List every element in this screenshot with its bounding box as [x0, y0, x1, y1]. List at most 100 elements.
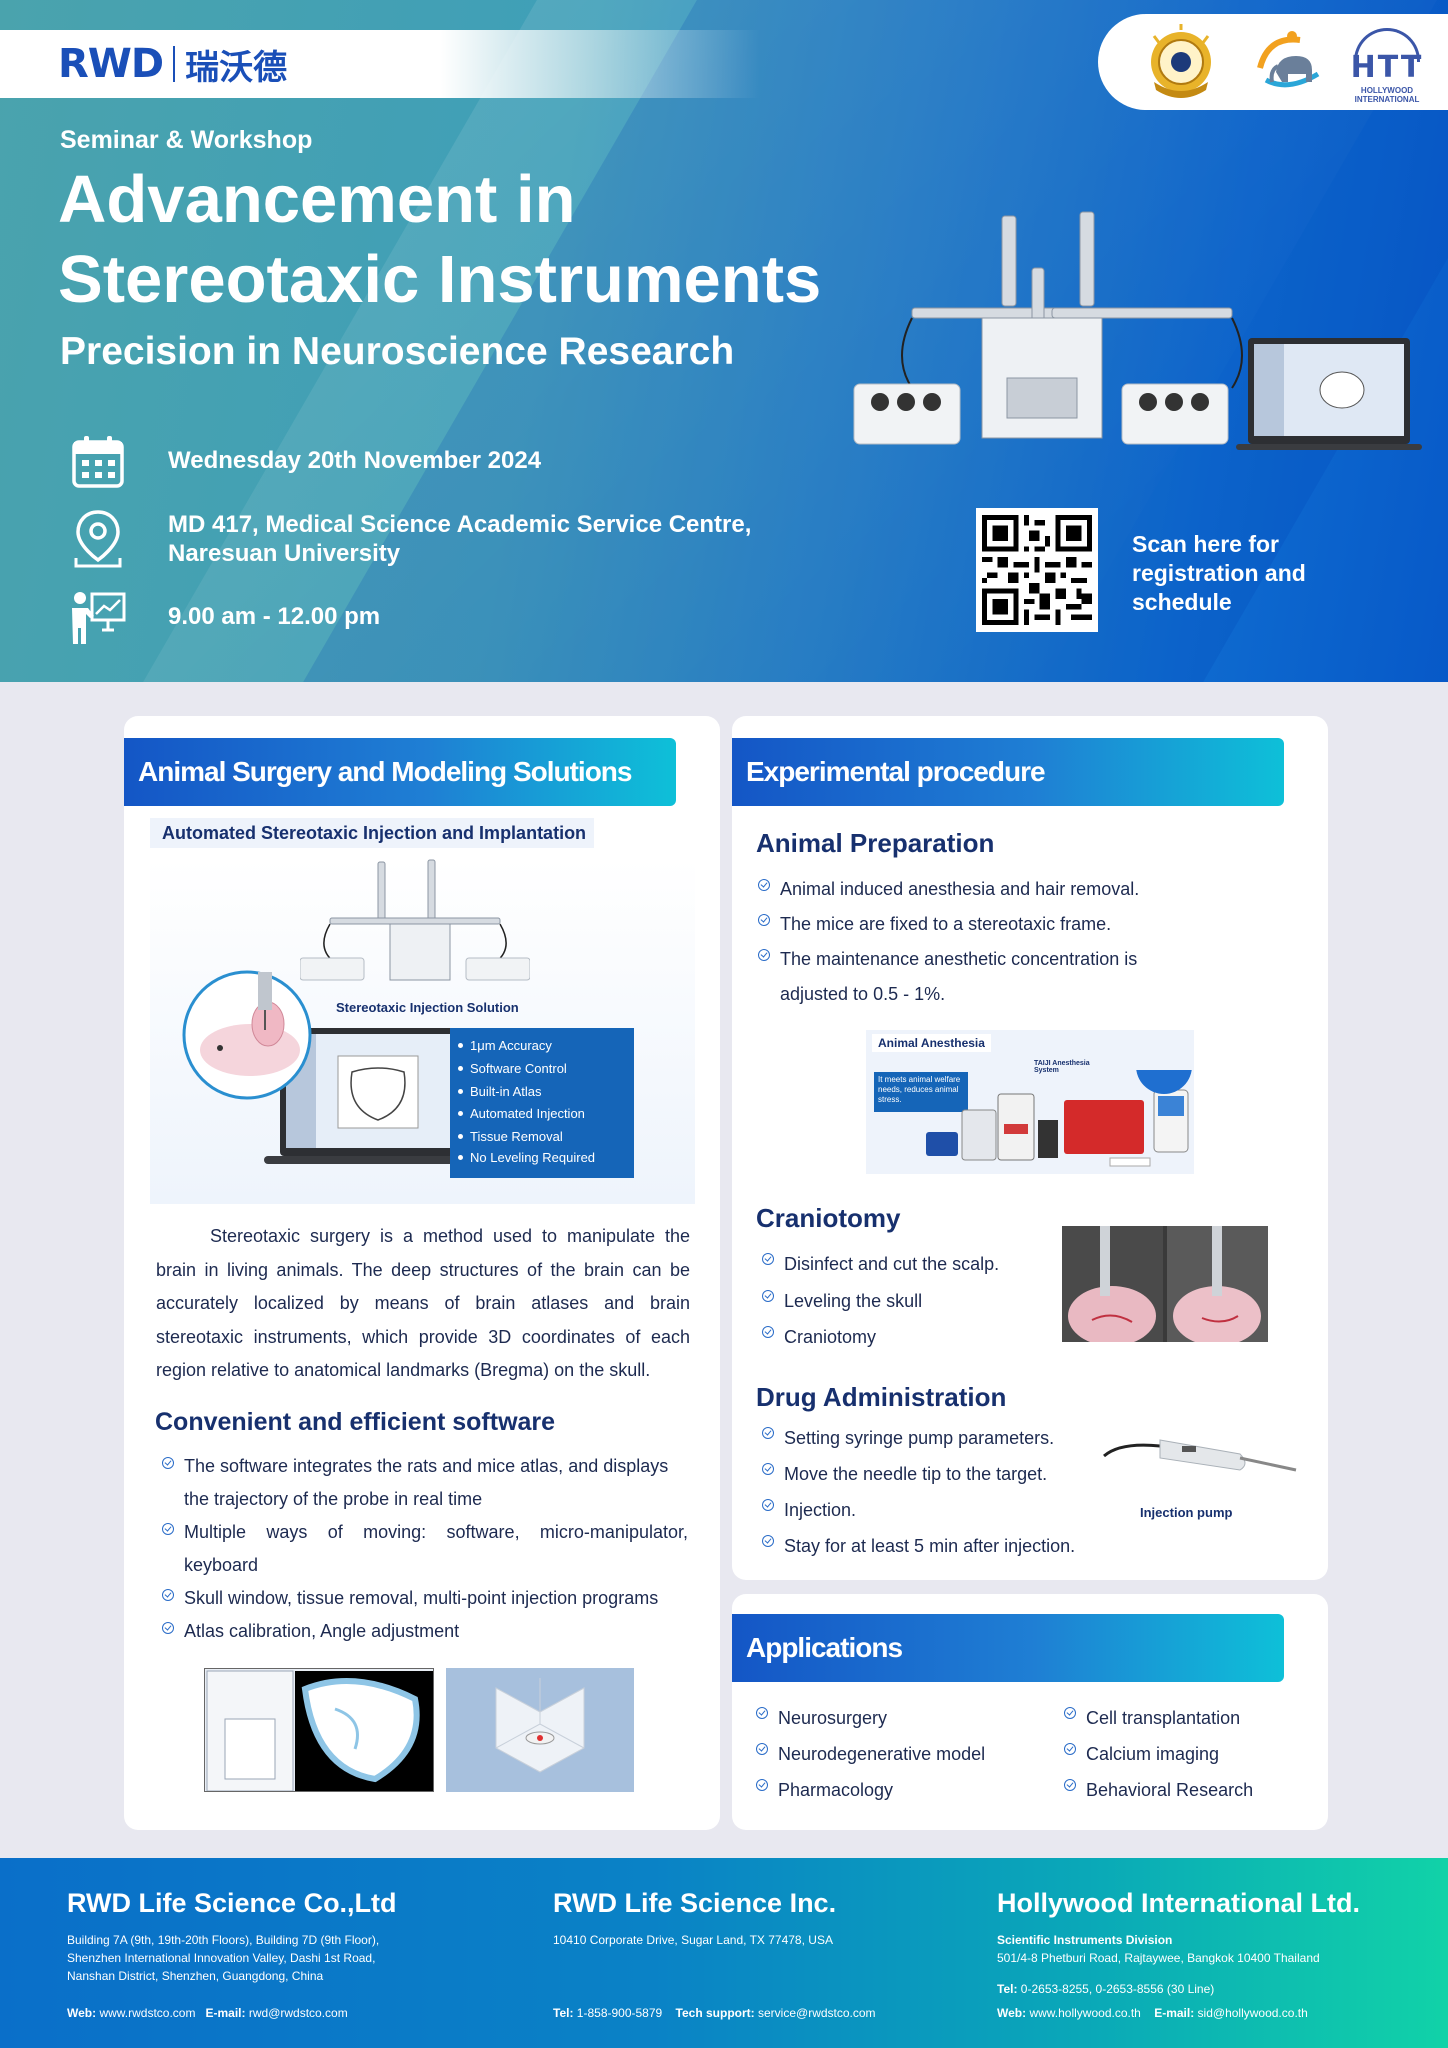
check-circle-icon: [762, 1463, 774, 1475]
feature-item: Automated Injection: [458, 1106, 585, 1121]
feature-list-panel: 1μm Accuracy Software Control Built-in A…: [450, 1028, 634, 1178]
check-circle-icon: [758, 914, 770, 926]
venue-line-2: Naresuan University: [168, 540, 401, 567]
software-heading: Convenient and efficient software: [155, 1408, 556, 1436]
list-item: Stay for at least 5 min after injection.: [758, 1528, 1098, 1564]
drug-administration-heading: Drug Administration: [756, 1382, 1007, 1412]
rat-head-injection-icon: [182, 970, 312, 1100]
address-line: Building 7A (9th, 19th-20th Floors), Bui…: [67, 1933, 380, 1947]
anesthesia-image-note: It meets animal welfare needs, reduces a…: [874, 1072, 968, 1112]
logo-separator: [173, 46, 176, 82]
craniotomy-photo-icon: [1062, 1226, 1268, 1342]
website-link[interactable]: www.hollywood.co.th: [1029, 2006, 1141, 2020]
check-circle-icon: [162, 1589, 174, 1601]
footer-rwd-usa: RWD Life Science Inc. 10410 Corporate Dr…: [553, 1888, 836, 1949]
address-line: 501/4-8 Phetburi Road, Rajtaywee, Bangko…: [997, 1951, 1320, 1965]
list-item: Cell transplantation: [1060, 1700, 1320, 1736]
list-item: Animal induced anesthesia and hair remov…: [754, 872, 1174, 907]
list-item: The mice are fixed to a stereotaxic fram…: [754, 907, 1174, 942]
check-circle-icon: [758, 949, 770, 961]
phone-number[interactable]: 0-2653-8255, 0-2653-8556 (30 Line): [1020, 1982, 1215, 1996]
page-title: Advancement in Stereotaxic Instruments: [58, 160, 918, 320]
injection-pump-caption: Injection pump: [1140, 1505, 1233, 1520]
atlas-software-icon: [205, 1669, 433, 1791]
craniotomy-photo: [1062, 1226, 1268, 1342]
email-link[interactable]: sid@hollywood.co.th: [1197, 2006, 1308, 2020]
list-item: Calcium imaging: [1060, 1736, 1320, 1772]
registration-qr-code[interactable]: [976, 508, 1098, 632]
animal-preparation-list: Animal induced anesthesia and hair remov…: [754, 872, 1174, 1012]
check-circle-icon: [762, 1326, 774, 1338]
check-circle-icon: [1064, 1707, 1076, 1719]
check-circle-icon: [762, 1427, 774, 1439]
craniotomy-heading: Craniotomy: [756, 1203, 901, 1233]
animal-anesthesia-image: Animal Anesthesia It meets animal welfar…: [866, 1030, 1194, 1174]
list-item: The software integrates the rats and mic…: [158, 1450, 688, 1516]
support-email-link[interactable]: service@rwdstco.com: [758, 2006, 876, 2020]
anesthesia-image-title: Animal Anesthesia: [872, 1034, 991, 1052]
footer-hollywood-phone: Tel: 0-2653-8255, 0-2653-8556 (30 Line): [997, 1982, 1215, 1996]
laptop-brain-atlas-icon: [264, 1028, 474, 1164]
check-circle-icon: [762, 1289, 774, 1302]
phone-number[interactable]: 1-858-900-5879: [576, 2006, 663, 2020]
list-item: Neurosurgery: [752, 1700, 1052, 1736]
feature-item: 1μm Accuracy: [458, 1038, 552, 1053]
check-circle-icon: [762, 1535, 774, 1547]
list-item: Atlas calibration, Angle adjustment: [158, 1615, 688, 1648]
event-venue: MD 417, Medical Science Academic Service…: [168, 510, 808, 568]
company-name: RWD Life Science Inc.: [553, 1888, 837, 1918]
3d-coordinate-view-icon: [495, 1678, 585, 1773]
email-link[interactable]: rwd@rwdstco.com: [248, 2006, 348, 2020]
page-subtitle: Precision in Neuroscience Research: [60, 330, 735, 373]
experimental-procedure-heading: Experimental procedure: [732, 738, 1284, 806]
address-line: 10410 Corporate Drive, Sugar Land, TX 77…: [553, 1933, 833, 1947]
check-circle-icon: [1064, 1743, 1076, 1755]
partner-logos-pill: HTT HOLLYWOOD INTERNATIONAL: [1098, 14, 1448, 110]
list-item: The maintenance anesthetic concentration…: [754, 942, 1174, 1012]
address-line: Nanshan District, Shenzhen, Guangdong, C…: [67, 1969, 324, 1983]
list-item: Setting syringe pump parameters.: [758, 1420, 1098, 1456]
check-circle-icon: [756, 1743, 768, 1755]
software-feature-list: The software integrates the rats and mic…: [158, 1450, 688, 1648]
footer-rwd-china: RWD Life Science Co.,Ltd Building 7A (9t…: [67, 1888, 397, 1985]
check-circle-icon: [162, 1523, 174, 1535]
software-screenshot-atlas: [204, 1668, 434, 1792]
list-item: Craniotomy: [758, 1319, 1058, 1356]
event-date: Wednesday 20th November 2024: [168, 447, 542, 474]
footer: RWD Life Science Co.,Ltd Building 7A (9t…: [0, 1858, 1448, 2048]
htt-hollywood-logo: HTT HOLLYWOOD INTERNATIONAL: [1342, 28, 1432, 104]
company-name: Hollywood International Ltd.: [997, 1888, 1360, 1918]
list-item: Leveling the skull: [758, 1283, 1058, 1320]
applications-list-left: Neurosurgery Neurodegenerative model Pha…: [752, 1700, 1052, 1808]
stereotaxic-description: Stereotaxic surgery is a method used to …: [156, 1226, 690, 1380]
brand-logo-bar: [0, 30, 760, 98]
craniotomy-list: Disinfect and cut the scalp. Leveling th…: [758, 1246, 1058, 1356]
hero-banner: [0, 0, 1448, 682]
footer-rwd-usa-contact: Tel: 1-858-900-5879 Tech support: servic…: [553, 2006, 876, 2020]
animal-preparation-heading: Animal Preparation: [756, 828, 995, 858]
feature-item: Tissue Removal: [458, 1129, 563, 1144]
list-item: Behavioral Research: [1060, 1772, 1320, 1808]
location-pin-icon: [74, 510, 122, 568]
list-item: Injection.: [758, 1492, 1098, 1528]
website-link[interactable]: www.rwdstco.com: [99, 2006, 196, 2020]
division-name: Scientific Instruments Division: [997, 1933, 1173, 1947]
stereotaxic-instrument-image: [853, 211, 1422, 450]
calendar-icon: [72, 436, 124, 488]
title-line-1: Advancement in: [58, 162, 576, 237]
list-item: Skull window, tissue removal, multi-poin…: [158, 1582, 688, 1615]
anesthesia-system-label: TAIJI Anesthesia System: [1034, 1060, 1090, 1074]
promo-caption: Stereotaxic Injection Solution: [336, 1000, 519, 1015]
list-item: Move the needle tip to the target.: [758, 1456, 1098, 1492]
check-circle-icon: [756, 1707, 768, 1719]
list-item: Disinfect and cut the scalp.: [758, 1246, 1058, 1283]
footer-hollywood: Hollywood International Ltd. Scientific …: [997, 1888, 1360, 1967]
check-circle-icon: [1064, 1779, 1076, 1791]
htt-logo-text: HTT: [1350, 50, 1424, 85]
elephant-emblem-icon: [1257, 31, 1320, 88]
rwd-logo-chinese: 瑞沃德: [185, 47, 288, 88]
event-time: 9.00 am - 12.00 pm: [168, 603, 381, 630]
check-circle-icon: [162, 1457, 174, 1469]
list-item: Multiple ways of moving: software, micro…: [158, 1516, 688, 1582]
company-name: RWD Life Science Co.,Ltd: [67, 1888, 397, 1918]
